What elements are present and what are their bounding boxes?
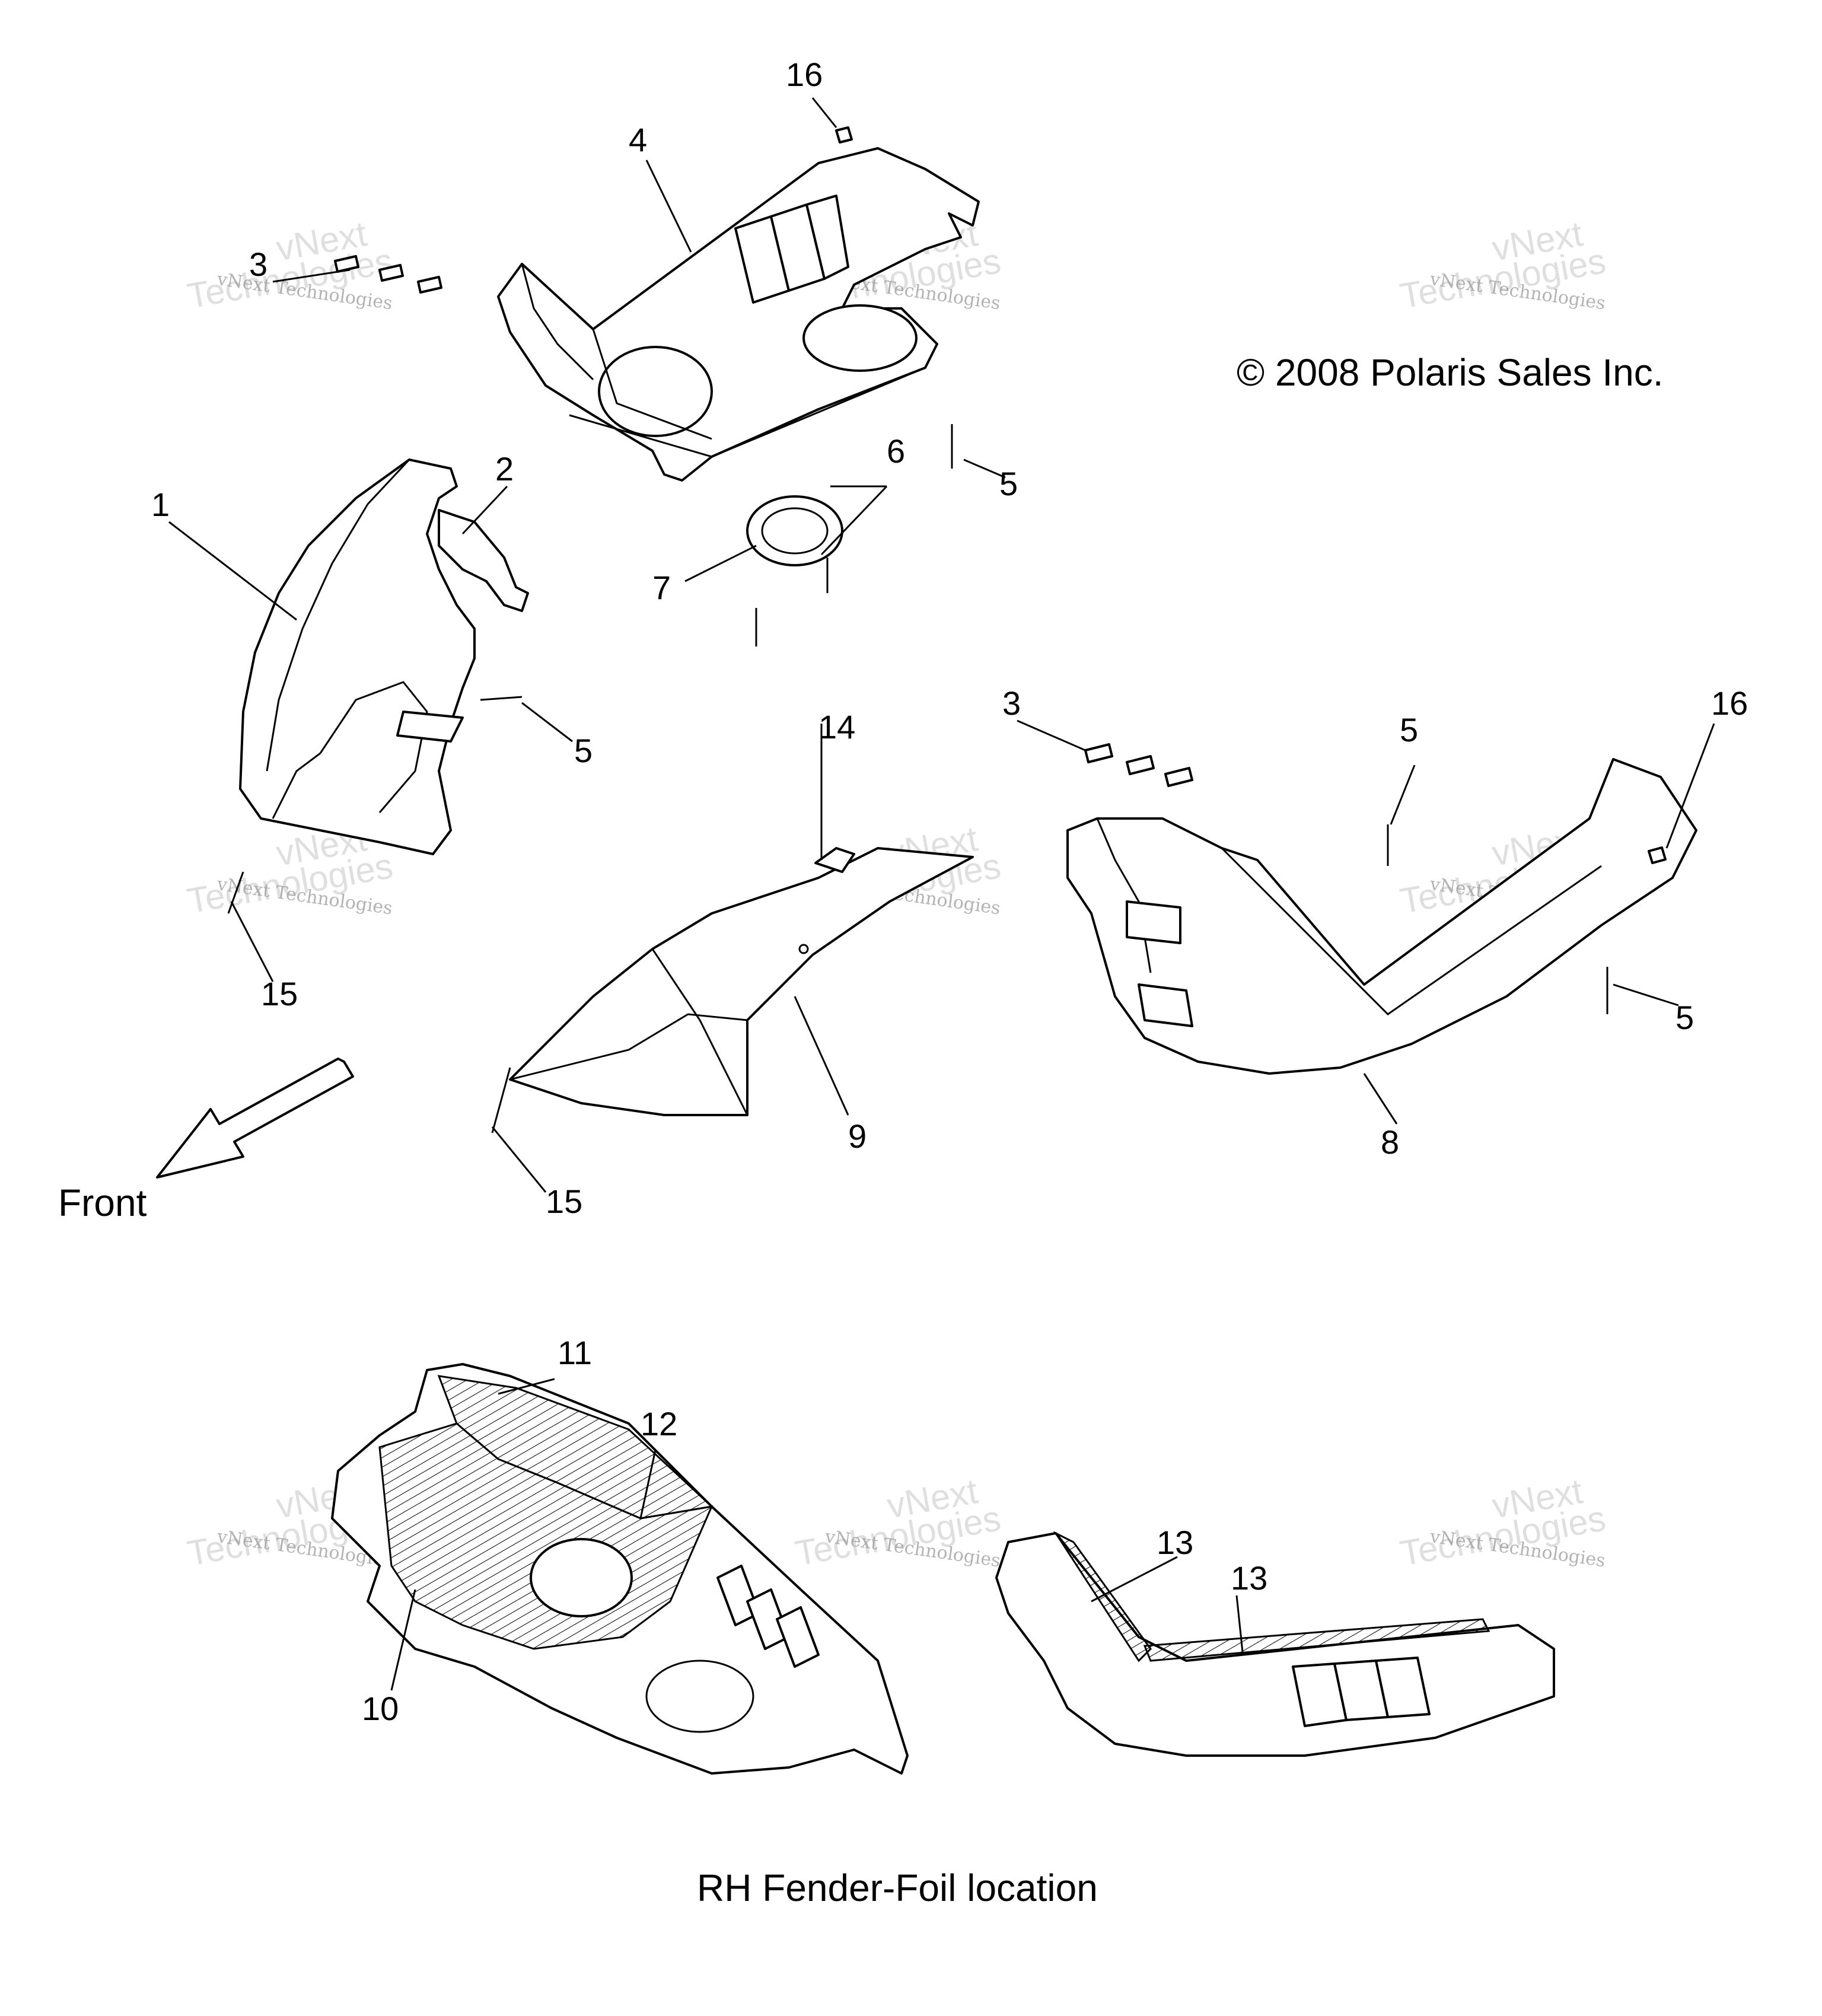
part-13-fender-foil-right: [995, 1531, 1555, 1757]
callout-7: 7: [652, 569, 671, 606]
part-5-pins: [480, 424, 1608, 1014]
callout-8: 8: [1381, 1123, 1399, 1161]
callout-5: 5: [999, 465, 1018, 502]
callout-15: 15: [261, 975, 298, 1012]
part-3-bolts-top: [334, 255, 442, 294]
watermark-bottom-right: Technologies vNext vNext Technologies: [1397, 1471, 1609, 1574]
callout-1: 1: [151, 486, 170, 523]
callout-9: 9: [848, 1117, 867, 1155]
part-14-clip: [814, 847, 855, 873]
part-4-left-fender: [497, 147, 980, 482]
copyright-notice: © 2008 Polaris Sales Inc.: [1237, 351, 1664, 394]
callout-11: 11: [558, 1334, 592, 1371]
front-label: Front: [58, 1181, 147, 1224]
callout-16: 16: [1711, 684, 1748, 722]
callout-2: 2: [495, 450, 514, 488]
callout-6: 6: [887, 432, 905, 470]
part-1-front-panel: [239, 458, 476, 855]
callout-16: 16: [786, 56, 823, 93]
callout-5: 5: [574, 732, 593, 769]
part-9-side-panel: [509, 847, 974, 1116]
part-12-foil-inner: [378, 1422, 820, 1733]
part-8-right-fender: [1066, 758, 1697, 1075]
part-15-rivets: [227, 871, 511, 1133]
part-3-bolts-right: [1084, 743, 1193, 787]
watermark-bottom-center: Technologies vNext vNext Technologies: [792, 1471, 1004, 1574]
watermark-top-right: Technologies vNext vNext Technologies: [1397, 214, 1609, 316]
callout-4: 4: [629, 121, 647, 158]
callout-5: 5: [1400, 711, 1418, 749]
callout-3: 3: [1002, 684, 1021, 722]
part-7-grommet: [746, 495, 843, 566]
callout-10: 10: [362, 1690, 399, 1727]
callout-13: 13: [1231, 1559, 1267, 1597]
part-16-screws: [835, 126, 1667, 864]
leader-lines: [168, 97, 1715, 1691]
callout-15: 15: [546, 1183, 582, 1220]
callout-3: 3: [249, 246, 267, 283]
callout-12: 12: [641, 1405, 677, 1442]
callout-13: 13: [1157, 1524, 1193, 1561]
front-arrow-icon: [156, 1058, 354, 1179]
diagram-caption: RH Fender-Foil location: [697, 1867, 1098, 1909]
callout-labels: 1 2 3 4 5 5 6 7 14 3 16 5 5 8 9 15 15 16…: [151, 56, 1748, 1727]
callout-14: 14: [818, 708, 855, 746]
callout-5: 5: [1676, 999, 1694, 1036]
watermark-top-left: Technologies vNext vNext Technologies: [184, 214, 396, 316]
part-2-inner-bracket: [438, 509, 529, 612]
